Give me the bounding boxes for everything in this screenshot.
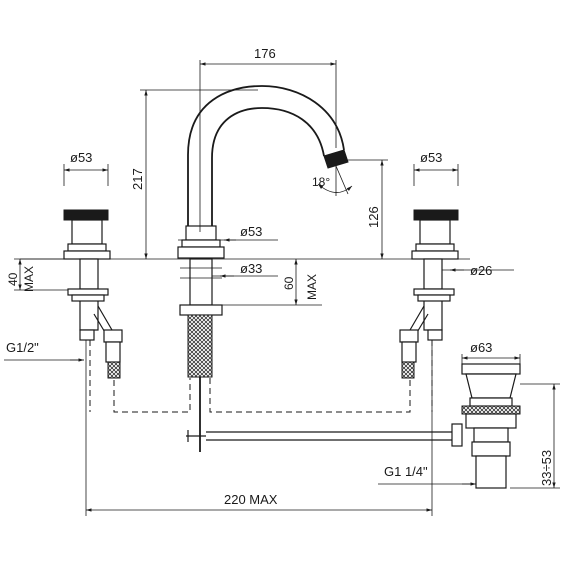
hose-dashed-right <box>209 378 411 413</box>
spout-height-label: 126 <box>366 206 381 228</box>
pop-up-waste <box>206 363 521 489</box>
dim-spout-angle: 18° <box>312 165 353 196</box>
dim-total-height: 217 <box>130 89 258 259</box>
spout-assembly <box>177 85 349 452</box>
dim-centers: 220 MAX <box>85 340 433 516</box>
right-handle-dia-label: ø53 <box>420 150 442 165</box>
shank-dia-label: ø33 <box>240 261 262 276</box>
dim-shank-max: 60 MAX <box>222 259 322 306</box>
waste-thread-label: G1 1/4" <box>384 464 428 479</box>
shank-max-label: MAX <box>305 274 319 300</box>
dim-right-handle-dia: ø53 <box>413 150 459 186</box>
deck-max-label: MAX <box>22 266 36 292</box>
dim-waste-thread: G1 1/4" <box>378 464 476 486</box>
hose-dashed-left <box>113 378 191 413</box>
spout-dia-label: ø53 <box>240 224 262 239</box>
dim-spout-height: 126 <box>346 159 388 259</box>
dim-inlet-thread: G1/2" <box>4 340 84 362</box>
left-handle-dia-label: ø53 <box>70 150 92 165</box>
dim-shank-dia: ø33 <box>212 261 278 278</box>
waste-dia-label: ø63 <box>470 340 492 355</box>
dim-waste-dia: ø63 <box>461 340 521 364</box>
dim-spout-dia: ø53 <box>178 224 278 242</box>
valve-shank-dia-label: ø26 <box>470 263 492 278</box>
waste-range-label: 33÷53 <box>539 450 554 486</box>
total-height-label: 217 <box>130 168 145 190</box>
shank-max-value: 60 <box>282 276 296 290</box>
centers-label: 220 MAX <box>224 492 278 507</box>
spout-reach-label: 176 <box>254 46 276 61</box>
left-handle-valve <box>63 209 123 379</box>
dim-valve-shank-dia: ø26 <box>442 263 514 278</box>
right-handle-valve <box>399 209 459 379</box>
spout-angle-label: 18° <box>312 175 330 189</box>
dim-waste-range: 33÷53 <box>510 383 560 489</box>
spout-aerator <box>323 149 349 169</box>
dim-left-handle-dia: ø53 <box>63 150 109 186</box>
dim-spout-reach: 176 <box>199 46 337 232</box>
dim-deck-max: 40 MAX <box>6 258 68 292</box>
inlet-thread-label: G1/2" <box>6 340 39 355</box>
deck-max-value: 40 <box>6 272 20 286</box>
